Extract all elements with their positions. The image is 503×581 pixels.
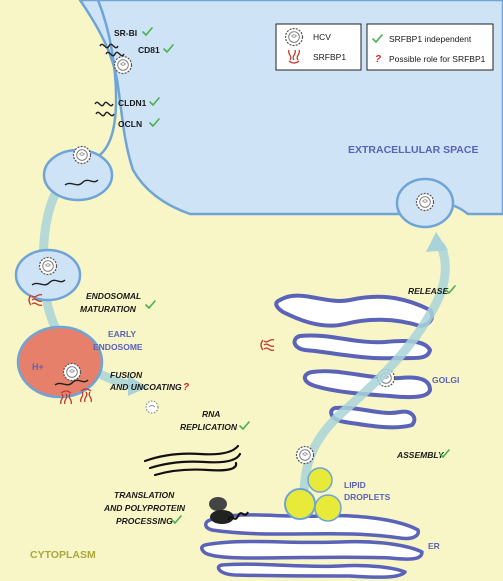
step-rna-check [239, 421, 250, 430]
early-endosome [16, 325, 104, 399]
lipid-droplet-3 [307, 467, 333, 493]
ph-label: H+ [32, 362, 44, 372]
step-rna-2: REPLICATION [180, 422, 238, 432]
early-endosome-label-1: EARLY [108, 329, 136, 339]
endoplasmic-reticulum [200, 513, 424, 579]
er-label: ER [428, 541, 440, 551]
receptor-cd81-check [163, 44, 174, 53]
receptor-srbi-check [142, 27, 153, 36]
receptor-cd81-label: CD81 [138, 45, 160, 55]
step-assembly: ASSEMBLY [396, 450, 445, 460]
hcv-virion-icon [284, 27, 304, 47]
step-endosomal-maturation-1: ENDOSOMAL [86, 291, 141, 301]
early-endosome-receptor [54, 379, 89, 386]
extracellular-space-label: EXTRACELLULAR SPACE [348, 144, 478, 156]
lipid-droplet-2 [314, 494, 342, 522]
receptor-ocln-check [149, 118, 160, 127]
uncoated-rna-particle [145, 400, 159, 414]
step-translation-check [171, 515, 182, 524]
lipid-droplets-label-1: LIPID [344, 480, 366, 490]
legend-hcv-label: HCV [313, 32, 331, 42]
step-fusion-2: AND UNCOATING [109, 382, 182, 392]
ribosome [209, 497, 249, 524]
step-release: RELEASE [408, 286, 448, 296]
step-rna-1: RNA [202, 409, 220, 419]
step-fusion-question: ? [183, 382, 189, 393]
egress-arrowhead [426, 232, 448, 252]
legend-question-icon: ? [375, 54, 381, 65]
receptor-cldn1-label: CLDN1 [118, 98, 147, 108]
rna-strands [143, 444, 242, 477]
legend-box-right [366, 23, 494, 71]
vesicle-receptor-chain [64, 179, 99, 186]
lipid-droplets-label-2: DROPLETS [344, 492, 391, 502]
endocytic-membrane [87, 0, 118, 164]
legend-check-icon [372, 34, 383, 43]
endosome-receptor-chain [31, 279, 66, 286]
cytoplasm-label: CYTOPLASM [30, 549, 96, 561]
step-translation-1: TRANSLATION [114, 490, 175, 500]
step-fusion-1: FUSION [110, 370, 143, 380]
receptor-ocln-label: OCLN [118, 119, 142, 129]
step-endosomal-check [145, 300, 156, 309]
golgi-label: GOLGI [432, 375, 459, 385]
entry-arrowhead [128, 376, 148, 396]
early-endosome-label-2: ENDOSOME [93, 342, 143, 352]
legend-srfbp1-label: SRFBP1 [313, 52, 346, 62]
lipid-droplet-1 [284, 488, 316, 520]
step-endosomal-maturation-2: MATURATION [80, 304, 137, 314]
receptor-cldn1-check [149, 97, 160, 106]
step-assembly-check [439, 449, 450, 458]
step-translation-3: PROCESSING [116, 516, 173, 526]
step-release-check [445, 285, 456, 294]
legend-possible-role-label: Possible role for SRFBP1 [389, 54, 486, 64]
step-translation-2: AND POLYPROTEIN [103, 503, 186, 513]
legend-independent-label: SRFBP1 independent [389, 34, 472, 44]
receptor-srbi-label: SR-BI [114, 28, 137, 38]
